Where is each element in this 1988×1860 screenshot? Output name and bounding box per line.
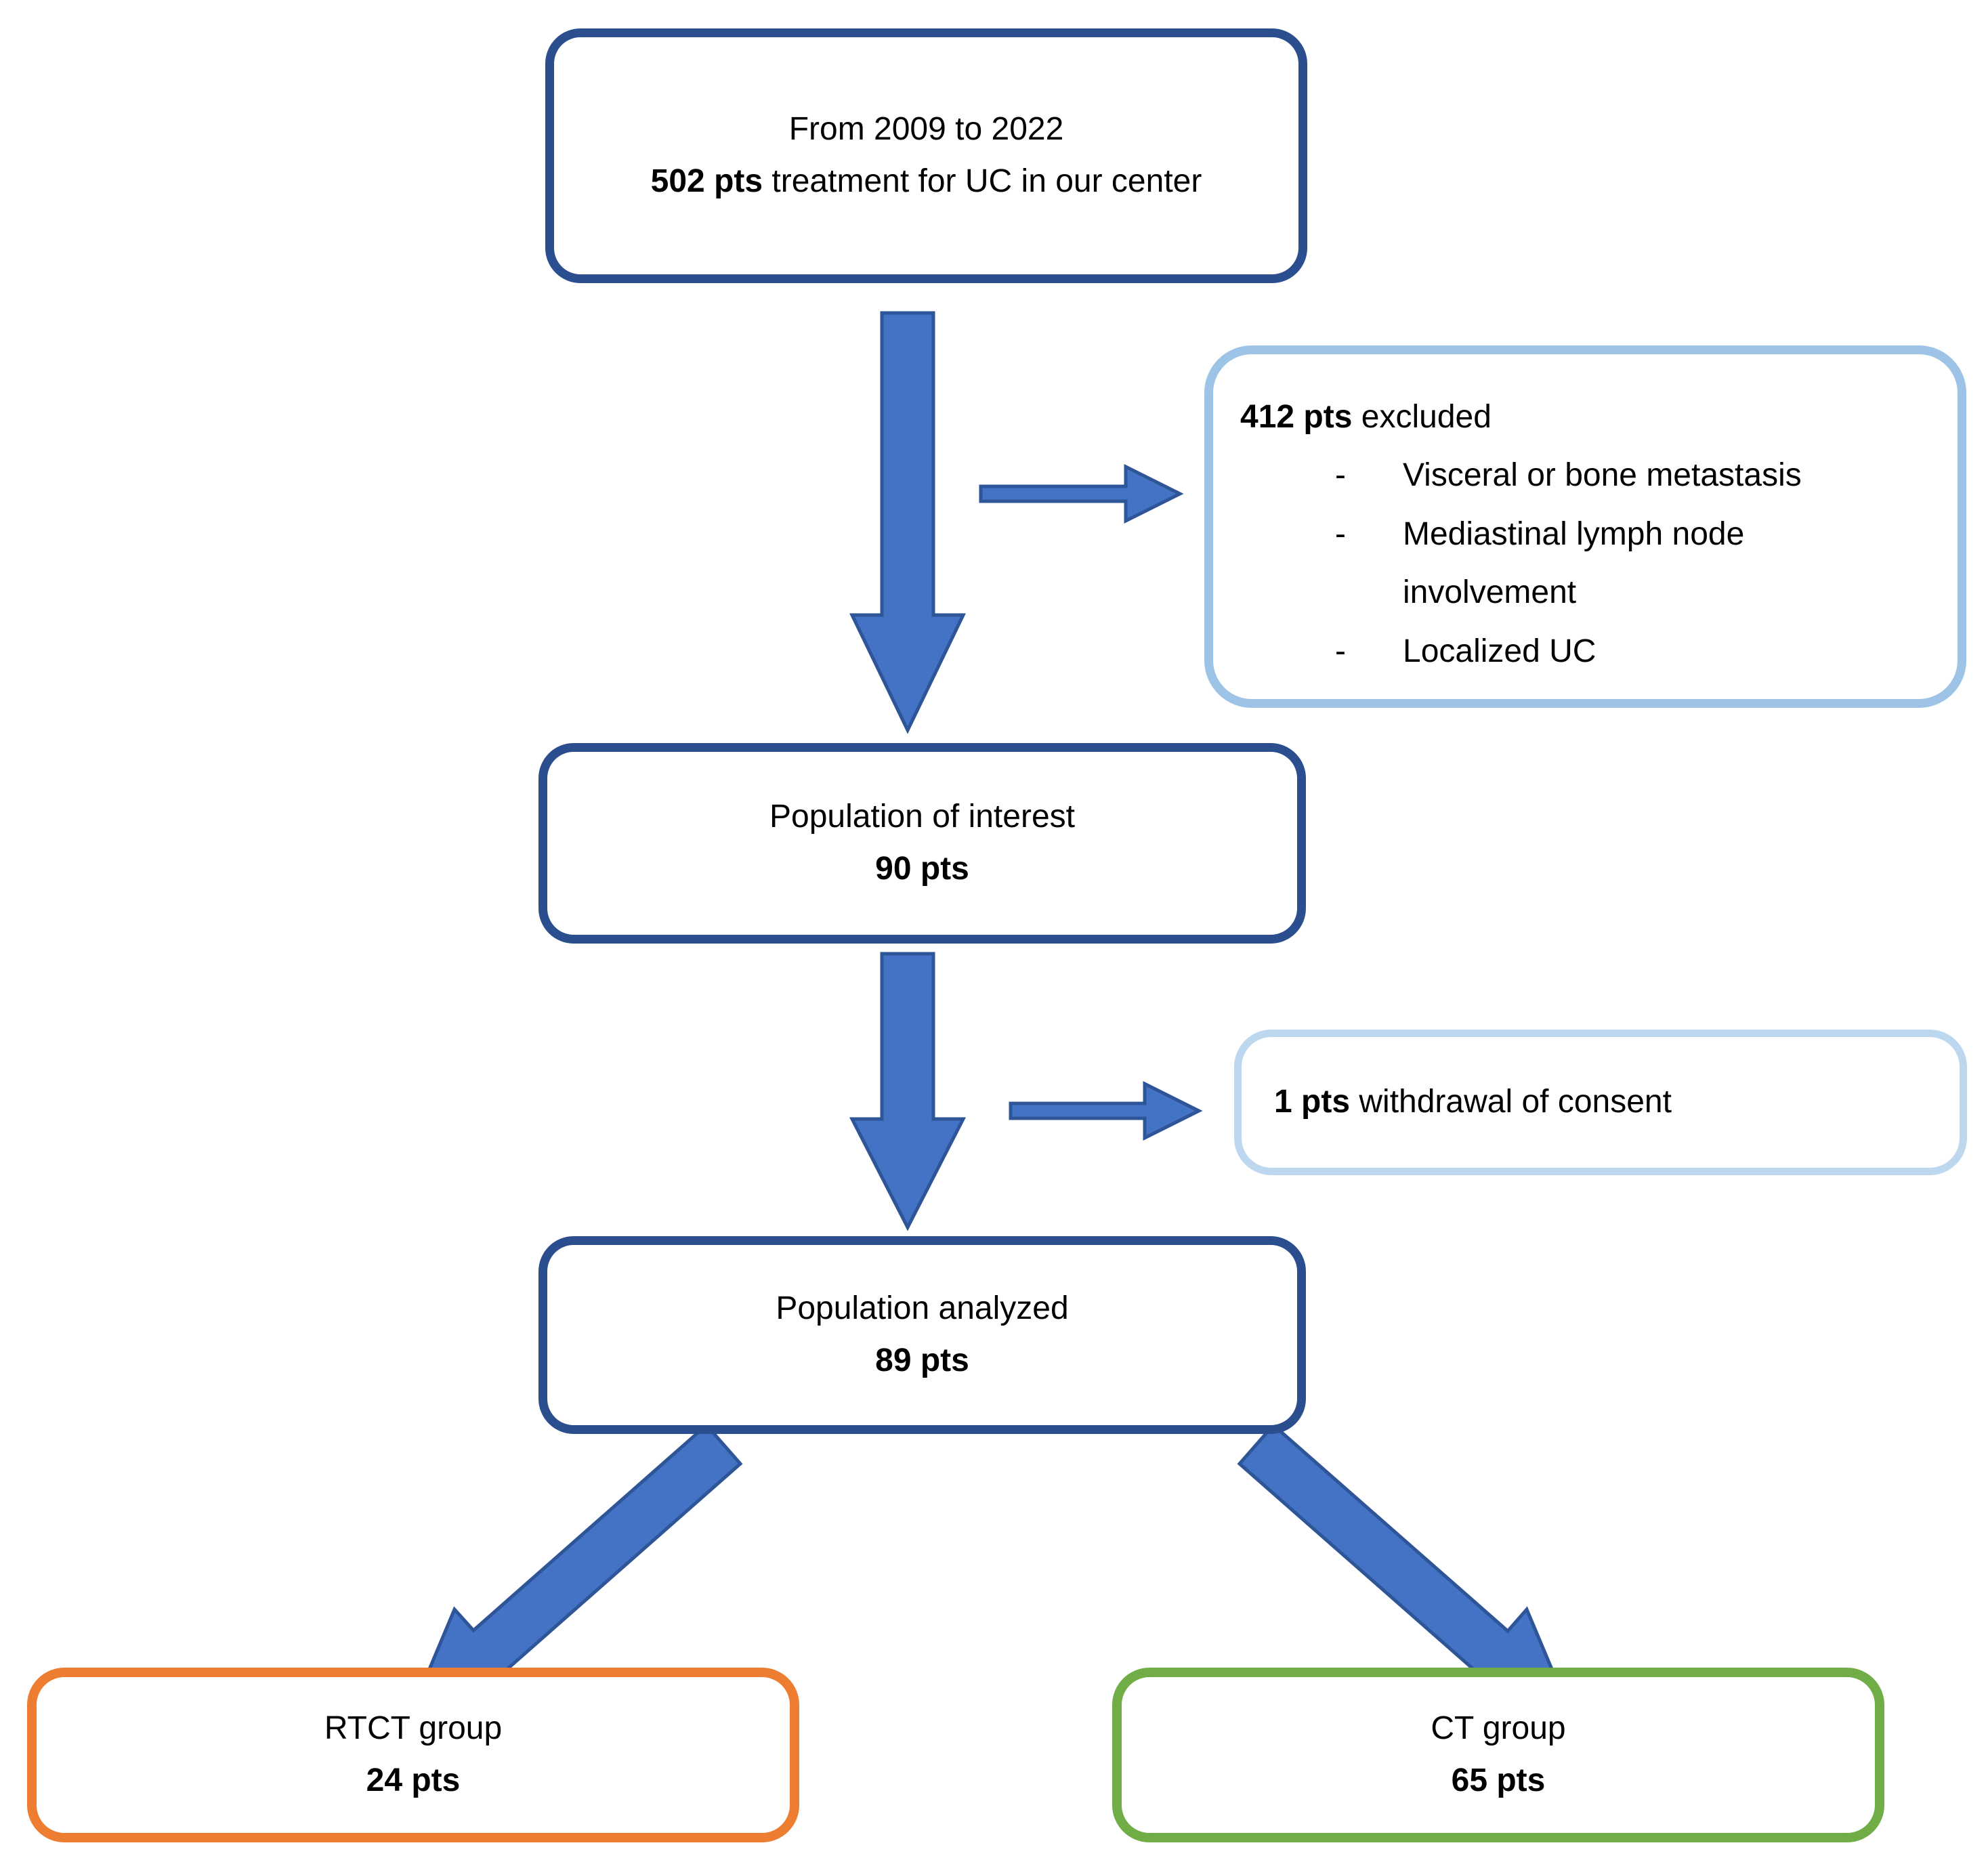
box-rtct-group: RTCT group 24 pts: [27, 1668, 799, 1842]
population-analyzed-count: 89 pts: [875, 1343, 969, 1378]
withdrawal-count: 1 pts: [1274, 1084, 1351, 1120]
box-ct-group: CT group 65 pts: [1112, 1668, 1884, 1842]
rtct-group-count: 24 pts: [366, 1762, 461, 1798]
source-population-desc: treatment for UC in our center: [763, 163, 1202, 199]
bullet-dash-icon: -: [1335, 515, 1346, 552]
source-population-count: 502 pts: [650, 163, 763, 199]
right-arrow-excluded: [979, 463, 1184, 524]
box-withdrawal: 1 pts withdrawal of consent: [1234, 1030, 1967, 1175]
source-population-line1: From 2009 to 2022: [788, 111, 1064, 148]
excluded-item-text: Visceral or bone metastasis: [1403, 457, 1802, 494]
excluded-count: 412 pts: [1240, 399, 1353, 435]
box-excluded: 412 pts excluded - Visceral or bone meta…: [1204, 345, 1966, 708]
down-arrow-1: [849, 311, 966, 734]
source-population-line2: 502 pts treatment for UC in our center: [651, 156, 1202, 208]
box-source-population: From 2009 to 2022 502 pts treatment for …: [545, 28, 1307, 283]
population-of-interest-label: Population of interest: [769, 799, 1075, 835]
population-analyzed-label: Population analyzed: [776, 1290, 1069, 1327]
right-arrow-withdrawal: [1009, 1080, 1203, 1141]
withdrawal-desc: withdrawal of consent: [1350, 1084, 1672, 1120]
rtct-group-label: RTCT group: [324, 1710, 503, 1747]
excluded-heading: 412 pts excluded: [1240, 388, 1937, 446]
ct-group-count: 65 pts: [1451, 1762, 1546, 1798]
excluded-item: - Localized UC: [1335, 622, 1937, 681]
box-population-of-interest: Population of interest 90 pts: [538, 743, 1306, 944]
bullet-dash-icon: -: [1335, 457, 1346, 494]
bullet-dash-icon: -: [1335, 633, 1346, 669]
withdrawal-line: 1 pts withdrawal of consent: [1274, 1076, 1672, 1128]
ct-group-label: CT group: [1431, 1710, 1566, 1747]
excluded-item-text: Localized UC: [1403, 633, 1596, 669]
excluded-item-text: Mediastinal lymph node involvement: [1403, 515, 1745, 611]
population-of-interest-count: 90 pts: [875, 851, 969, 887]
excluded-heading-rest: excluded: [1352, 399, 1492, 435]
excluded-item: - Mediastinal lymph node involvement: [1335, 505, 1937, 622]
box-population-analyzed: Population analyzed 89 pts: [538, 1236, 1306, 1434]
down-arrow-2: [849, 952, 967, 1231]
excluded-item: - Visceral or bone metastasis: [1335, 446, 1937, 505]
